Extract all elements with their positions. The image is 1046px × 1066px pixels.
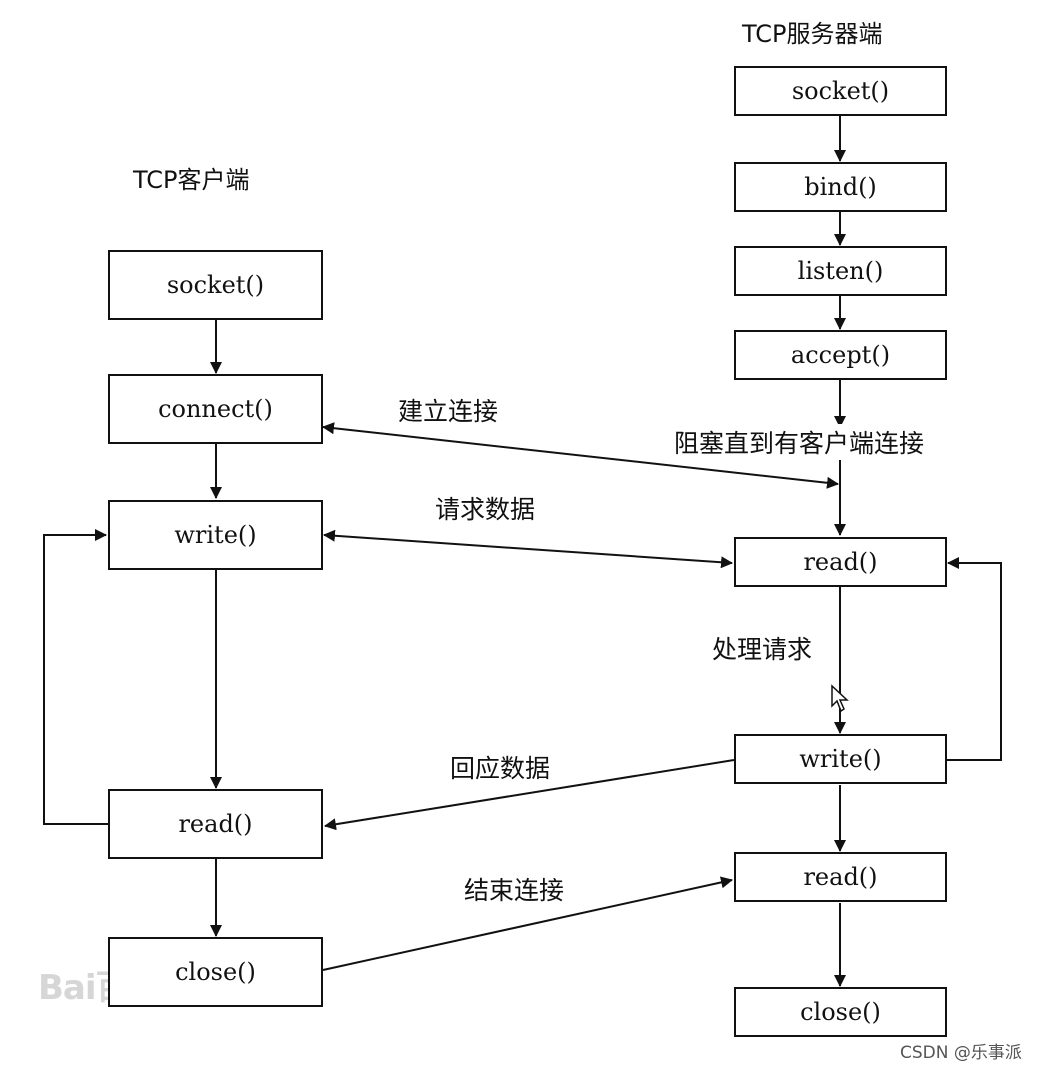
label-finish-connection: 结束连接 — [464, 876, 565, 905]
label-process-request: 处理请求 — [712, 630, 813, 666]
label-block-until-client: 阻塞直到有客户端连接 — [674, 424, 925, 460]
server-title: TCP服务器端 — [742, 20, 883, 48]
client-write-box: write() — [108, 500, 323, 570]
csdn-credit: CSDN @乐事派 — [900, 1043, 1022, 1063]
arrow-establish-connection — [322, 422, 839, 489]
arrow-response-data — [324, 759, 735, 831]
arrow-client-loop-back — [43, 529, 108, 825]
server-socket-box: socket() — [734, 66, 947, 116]
server-read2-box: read() — [734, 852, 947, 902]
label-request-data: 请求数据 — [435, 495, 536, 524]
server-accept-box: accept() — [734, 330, 947, 380]
arrow-request-data — [323, 529, 733, 569]
client-socket-box: socket() — [108, 250, 323, 320]
cursor-icon — [831, 684, 849, 713]
arrow-finish-connection — [322, 876, 733, 971]
client-title: TCP客户端 — [133, 166, 250, 194]
client-close-box: close() — [108, 937, 323, 1007]
client-connect-box: connect() — [108, 374, 323, 444]
server-read-box: read() — [734, 537, 947, 587]
label-response-data: 回应数据 — [450, 754, 551, 783]
arrow-server-loop-back — [946, 557, 1002, 761]
label-establish-connection: 建立连接 — [398, 397, 499, 426]
server-close-box: close() — [734, 987, 947, 1037]
client-read-box: read() — [108, 789, 323, 859]
server-write-box: write() — [734, 734, 947, 784]
server-listen-box: listen() — [734, 246, 947, 296]
server-bind-box: bind() — [734, 162, 947, 212]
